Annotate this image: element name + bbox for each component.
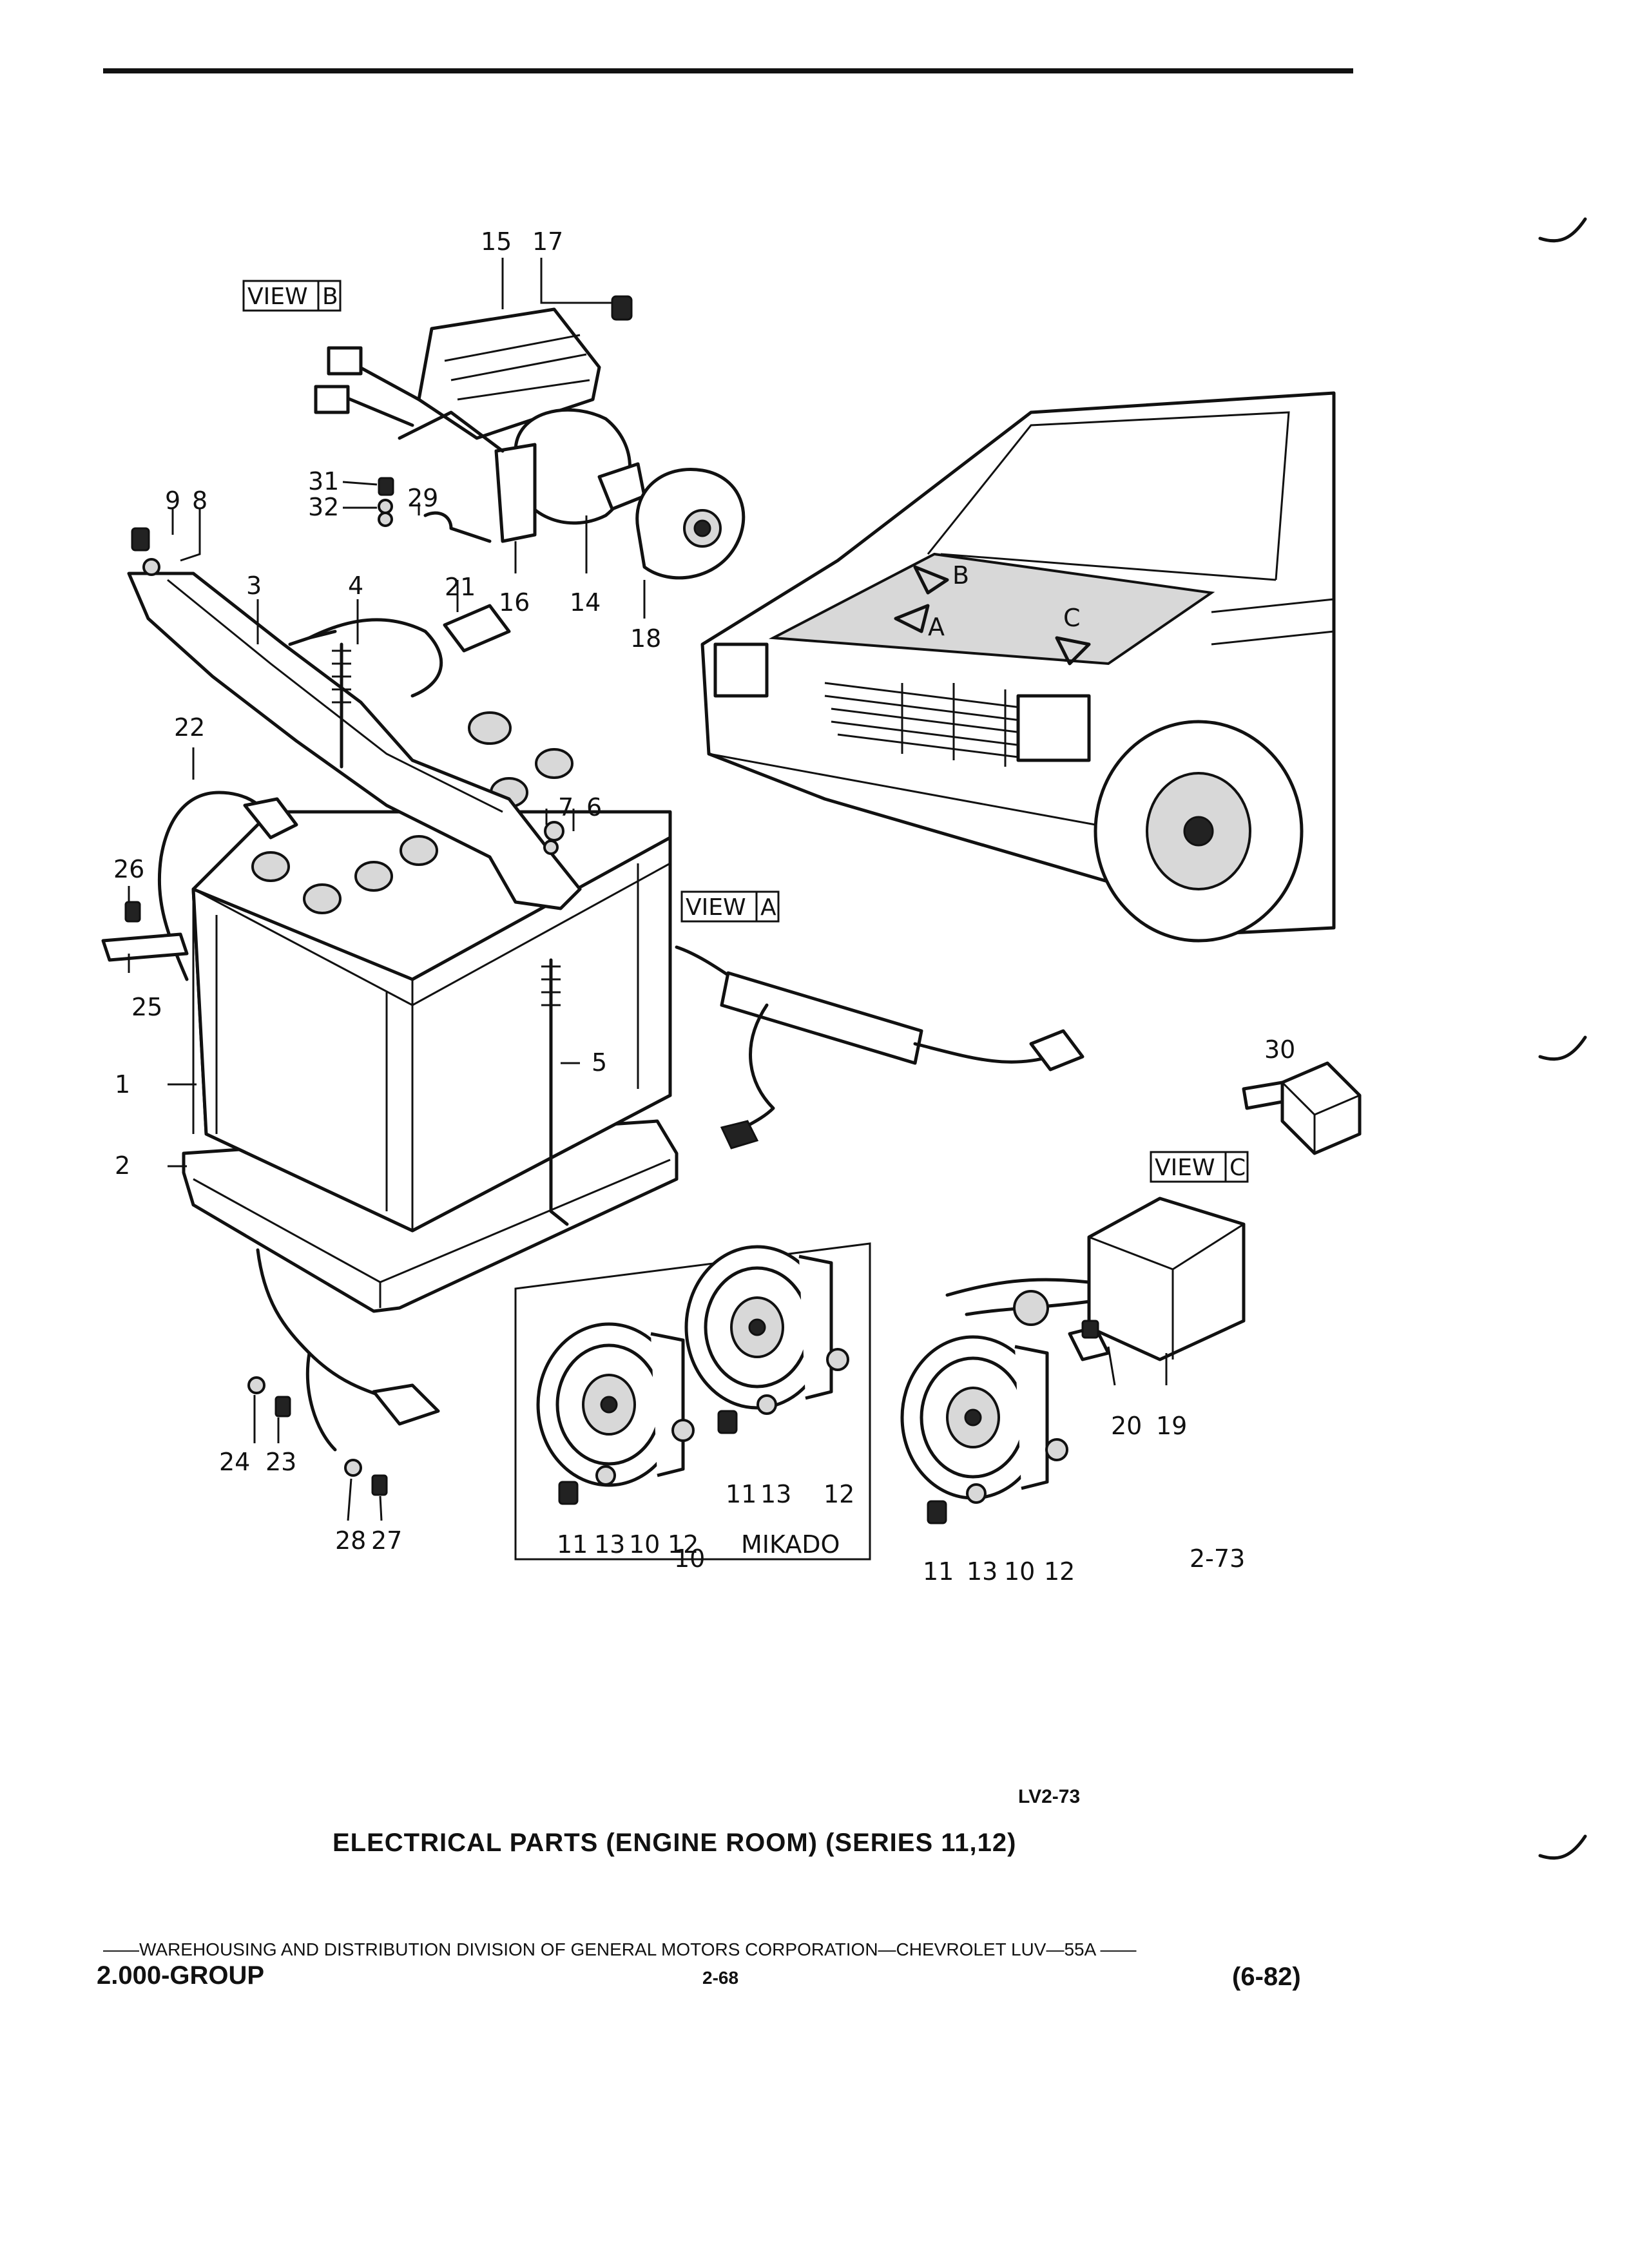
top-rule	[103, 68, 1353, 73]
callout-8: 8	[192, 486, 207, 515]
regulator-19-20	[945, 1196, 1246, 1361]
callout-9: 9	[165, 486, 180, 515]
bracket-25-bolt-26	[101, 901, 189, 962]
callout-22: 22	[174, 713, 205, 742]
view-a-cable	[675, 945, 1084, 1149]
vehicle-marker-c: C	[1063, 604, 1081, 632]
horn-inner-11: 11	[557, 1530, 588, 1559]
hold-down-rod-5	[541, 958, 569, 1226]
nut-washer-6-7	[543, 821, 564, 855]
callout-4: 4	[348, 572, 363, 600]
figure-reference: LV2-73	[1018, 1786, 1081, 1807]
footer-page-number: 2-68	[702, 1968, 739, 1988]
fasteners-23-24-27-28	[247, 1376, 388, 1496]
horn-outer-12: 12	[1044, 1557, 1075, 1586]
leader-lines	[128, 258, 1168, 1521]
horn-outer-13: 13	[967, 1557, 998, 1586]
callout-21: 21	[445, 573, 476, 601]
distributor-assembly	[314, 307, 646, 543]
horn-3	[900, 1335, 1049, 1500]
callout-24: 24	[219, 1448, 250, 1476]
view-c-letter: C	[1229, 1155, 1246, 1181]
vehicle-illustration	[700, 391, 1336, 943]
callout-3: 3	[246, 572, 262, 600]
callout-6: 6	[586, 793, 602, 822]
mikado-label: MIKADO	[741, 1530, 840, 1559]
callout-7: 7	[558, 793, 574, 822]
footer-group: 2.000-GROUP	[97, 1961, 265, 1990]
bolt-8-9	[131, 527, 160, 576]
battery-cable-21	[288, 604, 511, 698]
punch-marks	[1538, 217, 1587, 1860]
view-b-letter: B	[322, 284, 338, 310]
callout-32: 32	[308, 493, 339, 521]
view-a-label: VIEW	[686, 894, 746, 921]
horn-outer-11: 11	[923, 1557, 954, 1586]
callout-15: 15	[481, 227, 512, 256]
callout-29: 29	[407, 484, 438, 512]
horn-labels-outer: 11 13 10 12	[923, 1557, 1075, 1586]
callout-20: 20	[1111, 1412, 1142, 1440]
callout-11: 11	[726, 1480, 757, 1508]
callout-12: 12	[824, 1480, 854, 1508]
view-b-box: VIEW B	[242, 280, 342, 312]
callout-1: 1	[115, 1070, 130, 1099]
callout-27: 27	[371, 1526, 402, 1555]
ground-cable	[256, 1248, 440, 1452]
callout-30: 30	[1264, 1035, 1295, 1064]
horn-2	[684, 1245, 833, 1410]
view-a-box: VIEW A	[680, 890, 780, 923]
callout-10: 10	[674, 1544, 705, 1573]
vehicle-marker-b: B	[952, 561, 969, 590]
horn-labels-inner: 11 13 10 12 MIKADO	[557, 1530, 840, 1559]
vehicle-marker-a: A	[928, 613, 945, 641]
horn-1	[536, 1322, 685, 1487]
callout-23: 23	[265, 1448, 296, 1476]
view-c-box: VIEW C	[1150, 1151, 1249, 1183]
callout-17: 17	[532, 227, 563, 256]
battery-cable-22	[157, 791, 298, 981]
callout-18: 18	[630, 624, 661, 653]
relay-30	[1242, 1061, 1362, 1155]
callout-26: 26	[113, 855, 144, 883]
callout-2: 2	[115, 1151, 130, 1180]
callout-31: 31	[308, 467, 339, 495]
bolt-17	[611, 295, 633, 321]
hold-down-rod-4	[332, 642, 351, 769]
callout-16: 16	[499, 588, 530, 617]
fasteners-29-31-32	[378, 477, 492, 543]
figure-title: ELECTRICAL PARTS (ENGINE ROOM) (SERIES 1…	[333, 1829, 1017, 1857]
view-a-letter: A	[760, 894, 776, 921]
horn-fasteners	[558, 1348, 1068, 1524]
vehicle-markers: A B C	[894, 561, 1091, 666]
footer-publisher: ——WAREHOUSING AND DISTRIBUTION DIVISION …	[103, 1939, 1137, 1959]
horn-outer-10: 10	[1004, 1557, 1035, 1586]
footer-revision: (6-82)	[1232, 1963, 1301, 1991]
callouts: 1 2 3 4 5 6 7 8 9 10 11 12 13 14 15 16 1…	[113, 227, 1295, 1573]
view-b-label: VIEW	[247, 284, 308, 310]
distributor-cap-18	[635, 468, 746, 580]
callout-14: 14	[570, 588, 601, 617]
callout-19: 19	[1156, 1412, 1187, 1440]
callout-28: 28	[335, 1526, 366, 1555]
horn-inner-10: 10	[629, 1530, 660, 1559]
callout-25: 25	[131, 993, 162, 1021]
callout-5: 5	[592, 1048, 607, 1077]
callout-13: 13	[760, 1480, 791, 1508]
horn-inner-12: 12	[668, 1530, 699, 1559]
horn-inner-13: 13	[594, 1530, 625, 1559]
hold-down-bracket	[127, 572, 582, 910]
figure-number: 2-73	[1190, 1544, 1245, 1573]
view-c-label: VIEW	[1155, 1155, 1215, 1181]
